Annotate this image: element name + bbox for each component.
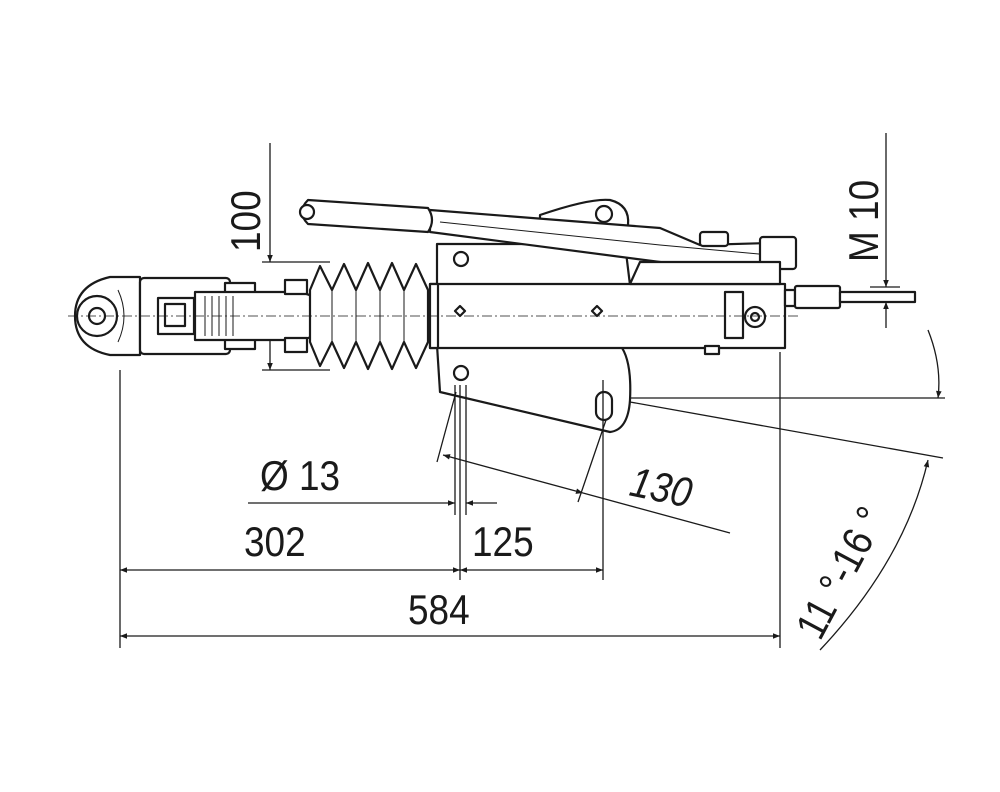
slant-dimension-label: 130 (626, 459, 696, 518)
dimension-lines (119, 133, 945, 651)
brake-rod (838, 290, 917, 304)
coupling-body (68, 198, 917, 434)
angle-label: 11 °-16 ° (787, 499, 895, 646)
thread-dimension-label: M 10 (841, 180, 888, 262)
slot-hole (594, 390, 614, 422)
mid-length-label: 125 (472, 519, 534, 566)
mounting-hole (452, 364, 470, 382)
brake-rod-nut (793, 284, 842, 310)
lower-plate (435, 343, 632, 434)
left-length-label: 302 (244, 519, 306, 566)
hole-diameter-label: Ø 13 (260, 453, 340, 500)
height-dimension-label: 100 (223, 190, 270, 252)
tube-bracket (723, 290, 745, 340)
total-length-label: 584 (408, 587, 470, 634)
lever-grip (300, 198, 434, 234)
